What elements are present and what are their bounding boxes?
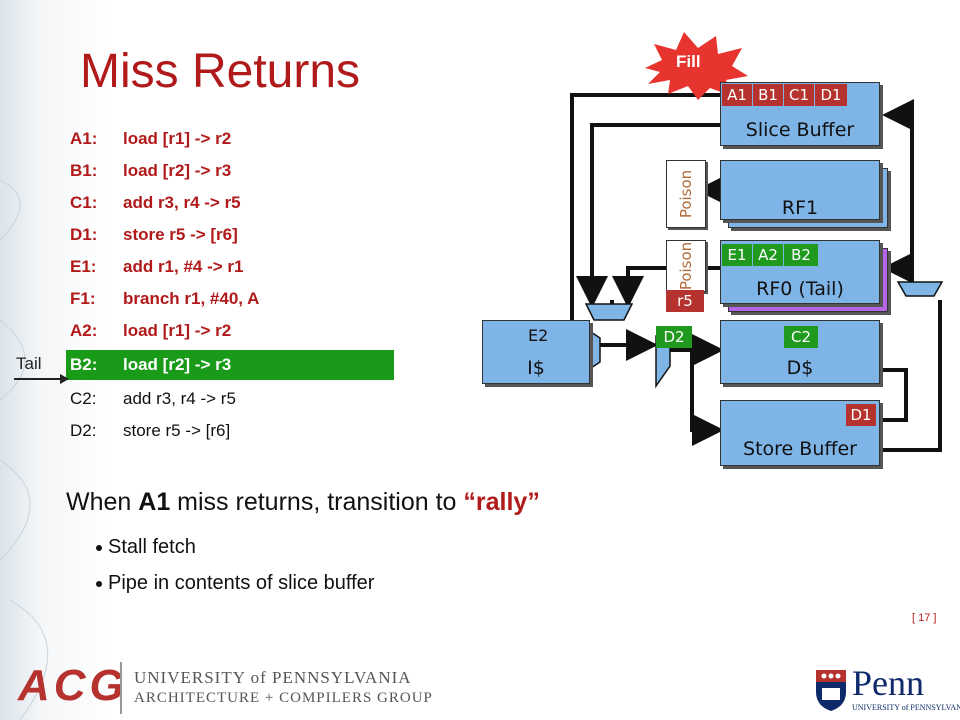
code-instruction: load [r2] -> r3: [123, 355, 232, 374]
body-heading: When A1 miss returns, transition to “ral…: [66, 488, 540, 517]
code-label: A1:: [70, 129, 98, 148]
penn-subtext: UNIVERSITY of PENNSYLVANIA: [852, 703, 960, 712]
slide-title: Miss Returns: [80, 45, 361, 98]
fetch-tag: D2: [656, 326, 692, 348]
slice-tag: A1: [722, 84, 752, 106]
code-instruction: store r5 -> [r6]: [123, 421, 231, 440]
code-label: C1:: [70, 193, 98, 212]
footer-divider: [120, 662, 122, 714]
slice-tag: D1: [815, 84, 847, 106]
slice-tag: B1: [753, 84, 783, 106]
bullet-dot-icon: [96, 545, 102, 551]
code-instruction: add r3, r4 -> r5: [123, 389, 236, 408]
code-instruction: load [r2] -> r3: [123, 161, 232, 180]
code-label: B1:: [70, 161, 98, 180]
rf1-poison-label: Poison: [677, 169, 695, 219]
rf0-poison-tag: r5: [666, 290, 704, 312]
code-instruction: load [r1] -> r2: [123, 321, 232, 340]
rf0-tag: A2: [753, 244, 783, 266]
bullet-text: Stall fetch: [108, 536, 196, 558]
code-line-highlighted: B2: load [r2] -> r3: [66, 350, 394, 380]
code-label: D2:: [70, 421, 97, 440]
store-buffer-tag: D1: [846, 404, 876, 426]
code-instruction: add r3, r4 -> r5: [123, 193, 241, 212]
code-instruction: add r1, #4 -> r1: [123, 257, 244, 276]
fill-label: Fill: [676, 52, 701, 71]
penn-shield-icon: [816, 670, 846, 711]
bullet-text: Pipe in contents of slice buffer: [108, 572, 375, 594]
dcache-label: D$: [786, 357, 814, 379]
bullet-item: Pipe in contents of slice buffer: [96, 572, 375, 595]
rf0-poison-label: Poison: [677, 241, 695, 291]
rf0-tag: B2: [784, 244, 818, 266]
code-label: E1:: [70, 257, 97, 276]
code-line: D2: store r5 -> [r6]: [66, 416, 396, 446]
univ-line2: ARCHITECTURE + COMPILERS GROUP: [134, 690, 433, 706]
code-label: B2:: [70, 355, 98, 374]
code-line: E1: add r1, #4 -> r1: [66, 252, 396, 282]
code-line: A2: load [r1] -> r2: [66, 316, 396, 346]
code-instruction: store r5 -> [r6]: [123, 225, 238, 244]
rf0-poison: Poison: [666, 240, 706, 292]
dcache-tag: C2: [784, 326, 818, 348]
icache-tag: E2: [528, 326, 549, 345]
code-line: C1: add r3, r4 -> r5: [66, 188, 396, 218]
slice-buffer-label: Slice Buffer: [745, 119, 855, 141]
code-line: B1: load [r2] -> r3: [66, 156, 396, 186]
rf0-tag: E1: [722, 244, 752, 266]
tail-label: Tail: [16, 354, 42, 373]
body-heading-highlight: “rally”: [463, 488, 540, 516]
code-label: F1:: [70, 289, 96, 308]
bullet-item: Stall fetch: [96, 536, 196, 559]
store-buffer-label: Store Buffer: [743, 438, 857, 460]
icache: I$: [482, 320, 590, 384]
code-label: C2:: [70, 389, 97, 408]
code-line: D1: store r5 -> [r6]: [66, 220, 396, 250]
penn-wordmark: Penn: [852, 663, 924, 703]
body-heading-mid: miss returns, transition to: [170, 488, 464, 516]
code-label: D1:: [70, 225, 98, 244]
slice-tag: C1: [784, 84, 814, 106]
code-instruction: branch r1, #40, A: [123, 289, 260, 308]
acg-logo: ACG: [18, 661, 128, 710]
univ-line1: UNIVERSITY of PENNSYLVANIA: [134, 668, 412, 687]
page-number: [ 17 ]: [912, 612, 937, 624]
icache-label: I$: [527, 357, 545, 379]
rf1-poison: Poison: [666, 160, 706, 228]
code-line: C2: add r3, r4 -> r5: [66, 384, 396, 414]
rf1: RF1: [720, 160, 880, 220]
code-line: F1: branch r1, #40, A: [66, 284, 396, 314]
body-heading-bold: A1: [138, 488, 171, 516]
code-line: A1: load [r1] -> r2: [66, 124, 396, 154]
body-heading-pre: When: [66, 488, 139, 516]
rf1-label: RF1: [781, 197, 819, 219]
code-label: A2:: [70, 321, 98, 340]
rf0-label: RF0 (Tail): [756, 278, 844, 300]
store-buffer: Store Buffer: [720, 400, 880, 466]
bullet-dot-icon: [96, 581, 102, 587]
tail-arrow-icon: [14, 374, 69, 384]
code-instruction: load [r1] -> r2: [123, 129, 232, 148]
